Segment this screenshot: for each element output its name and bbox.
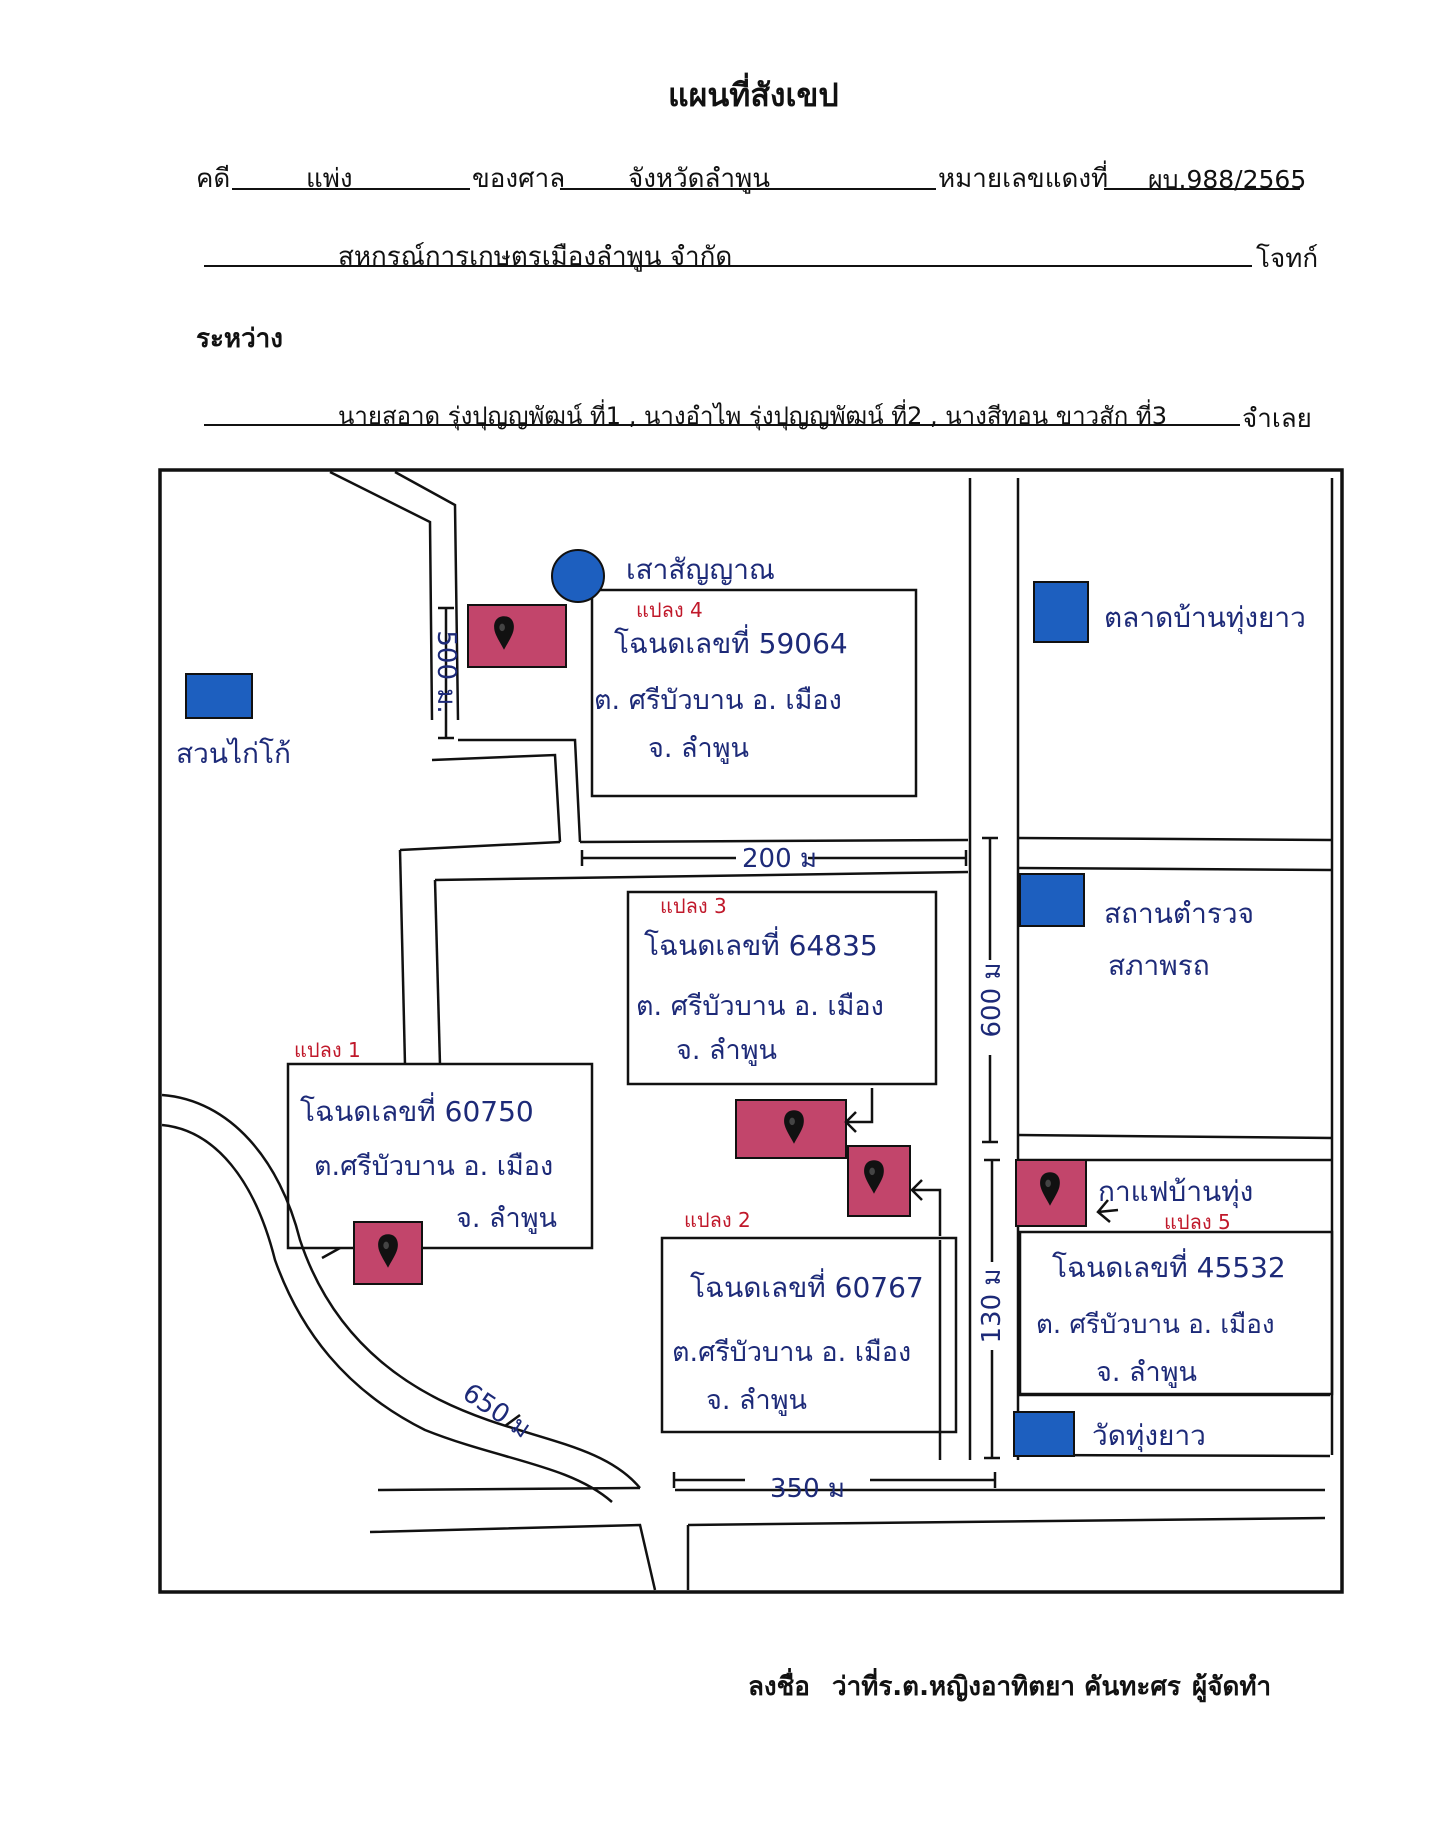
benchmark-label: เสาสัญญาณ bbox=[626, 553, 775, 586]
parcel-4-box bbox=[590, 588, 918, 798]
case-type: แพ่ง bbox=[306, 164, 353, 194]
parcel-2-tag: แปลง 2 bbox=[684, 1208, 751, 1232]
defendant-names: นายสอาด รุ่งปุญญพัฒน์ ที่1 , นางอำไพ รุ่… bbox=[338, 402, 1167, 430]
parcel-5-subdistrict: ต. ศรีบัวบาน อ. เมือง bbox=[1036, 1310, 1275, 1340]
cafe-label: กาแฟบ้านทุ่ง bbox=[1098, 1175, 1254, 1208]
temple-icon bbox=[1013, 1411, 1075, 1457]
garden-label: สวนไก่โก้ bbox=[176, 737, 291, 770]
parcel-5-box bbox=[1018, 1230, 1334, 1396]
parcel-2-subdistrict: ต.ศรีบัวบาน อ. เมือง bbox=[672, 1337, 912, 1368]
parcel-4-tag: แปลง 4 bbox=[636, 598, 703, 622]
market-label: ตลาดบ้านทุ่งยาว bbox=[1104, 601, 1306, 634]
plaintiff-name: สหกรณ์การเกษตรเมืองลำพูน จำกัด bbox=[338, 242, 733, 272]
parcel-markers bbox=[353, 604, 1087, 1285]
parcel-3-box bbox=[626, 890, 938, 1086]
signature-name: ว่าที่ร.ต.หญิงอาทิตยา คันทะศร bbox=[832, 1672, 1181, 1702]
roads bbox=[161, 470, 1334, 1591]
distance-650: 650 ม bbox=[457, 1378, 536, 1445]
plaintiff-role: โจทก์ bbox=[1256, 244, 1319, 274]
parcel-2-box bbox=[660, 1236, 958, 1434]
parcel-4-subdistrict: ต. ศรีบัวบาน อ. เมือง bbox=[594, 685, 842, 716]
signature-role: ผู้จัดทำ bbox=[1192, 1672, 1272, 1702]
parcel-5-tag: แปลง 5 bbox=[1164, 1210, 1231, 1234]
red-number: ผบ.988/2565 bbox=[1148, 165, 1307, 194]
parcel-3-tag: แปลง 3 bbox=[660, 894, 727, 918]
distance-350: 350 ม bbox=[770, 1474, 846, 1504]
parcel-boxes bbox=[286, 588, 1334, 1434]
parcel-1-subdistrict: ต.ศรีบัวบาน อ. เมือง bbox=[314, 1151, 554, 1182]
parcel-4-deed: โฉนดเลขที่ 59064 bbox=[614, 627, 848, 660]
parcel-1-tag: แปลง 1 bbox=[294, 1038, 361, 1062]
label-red-number: หมายเลขแดงที่ bbox=[938, 164, 1109, 194]
benchmark-pole-icon bbox=[551, 549, 605, 603]
police-label-1: สถานตำรวจ bbox=[1104, 897, 1254, 930]
parcel-1-box bbox=[286, 1062, 594, 1250]
parcel-3-province: จ. ลำพูน bbox=[676, 1035, 777, 1066]
arrow-icon bbox=[910, 1179, 942, 1236]
parcel-5-province: จ. ลำพูน bbox=[1096, 1357, 1197, 1388]
marker-parcel-4 bbox=[467, 604, 567, 668]
parcel-5-deed: โฉนดเลขที่ 45532 bbox=[1052, 1251, 1286, 1284]
court-name: จังหวัดลำพูน bbox=[628, 164, 770, 194]
landmarks bbox=[185, 549, 1089, 1457]
market-icon bbox=[1033, 581, 1089, 643]
defendant-role: จำเลย bbox=[1242, 404, 1312, 434]
distance-600: 600 ม bbox=[977, 962, 1007, 1037]
parcel-4-province: จ. ลำพูน bbox=[648, 733, 749, 764]
page-title: แผนที่สังเขป bbox=[668, 76, 839, 114]
label-court: ของศาล bbox=[472, 164, 566, 194]
distance-200: 200 ม bbox=[742, 844, 818, 874]
road-edge bbox=[394, 470, 460, 721]
temple-label: วัดทุ่งยาว bbox=[1092, 1419, 1206, 1452]
parcel-1-province: จ. ลำพูน bbox=[456, 1203, 557, 1234]
police-station-icon bbox=[1019, 873, 1085, 927]
parcel-2-province: จ. ลำพูน bbox=[706, 1385, 807, 1416]
arrow-icon bbox=[1096, 1199, 1119, 1223]
arrow-icon bbox=[844, 1088, 874, 1133]
parcel-3-deed: โฉนดเลขที่ 64835 bbox=[644, 929, 878, 962]
underline-defendants bbox=[204, 424, 1240, 426]
garden-icon bbox=[185, 673, 253, 719]
underline-plaintiff bbox=[204, 265, 1252, 267]
between-label: ระหว่าง bbox=[196, 324, 283, 354]
parcel-3-subdistrict: ต. ศรีบัวบาน อ. เมือง bbox=[636, 991, 884, 1022]
police-label-2: สภาพรถ bbox=[1108, 949, 1210, 982]
parcel-2-deed: โฉนดเลขที่ 60767 bbox=[690, 1271, 924, 1304]
signature-label: ลงชื่อ bbox=[748, 1672, 810, 1702]
underline-case-type bbox=[232, 188, 470, 190]
map-frame bbox=[158, 468, 1344, 1594]
distance-130: 130 ม bbox=[977, 1268, 1007, 1343]
underline-red-number bbox=[1104, 188, 1300, 190]
distance-500: 500 ม. bbox=[431, 630, 461, 713]
parcel-1-deed: โฉนดเลขที่ 60750 bbox=[300, 1095, 534, 1128]
underline-court bbox=[560, 188, 936, 190]
label-case: คดี bbox=[196, 164, 231, 194]
road-edge bbox=[329, 470, 434, 721]
